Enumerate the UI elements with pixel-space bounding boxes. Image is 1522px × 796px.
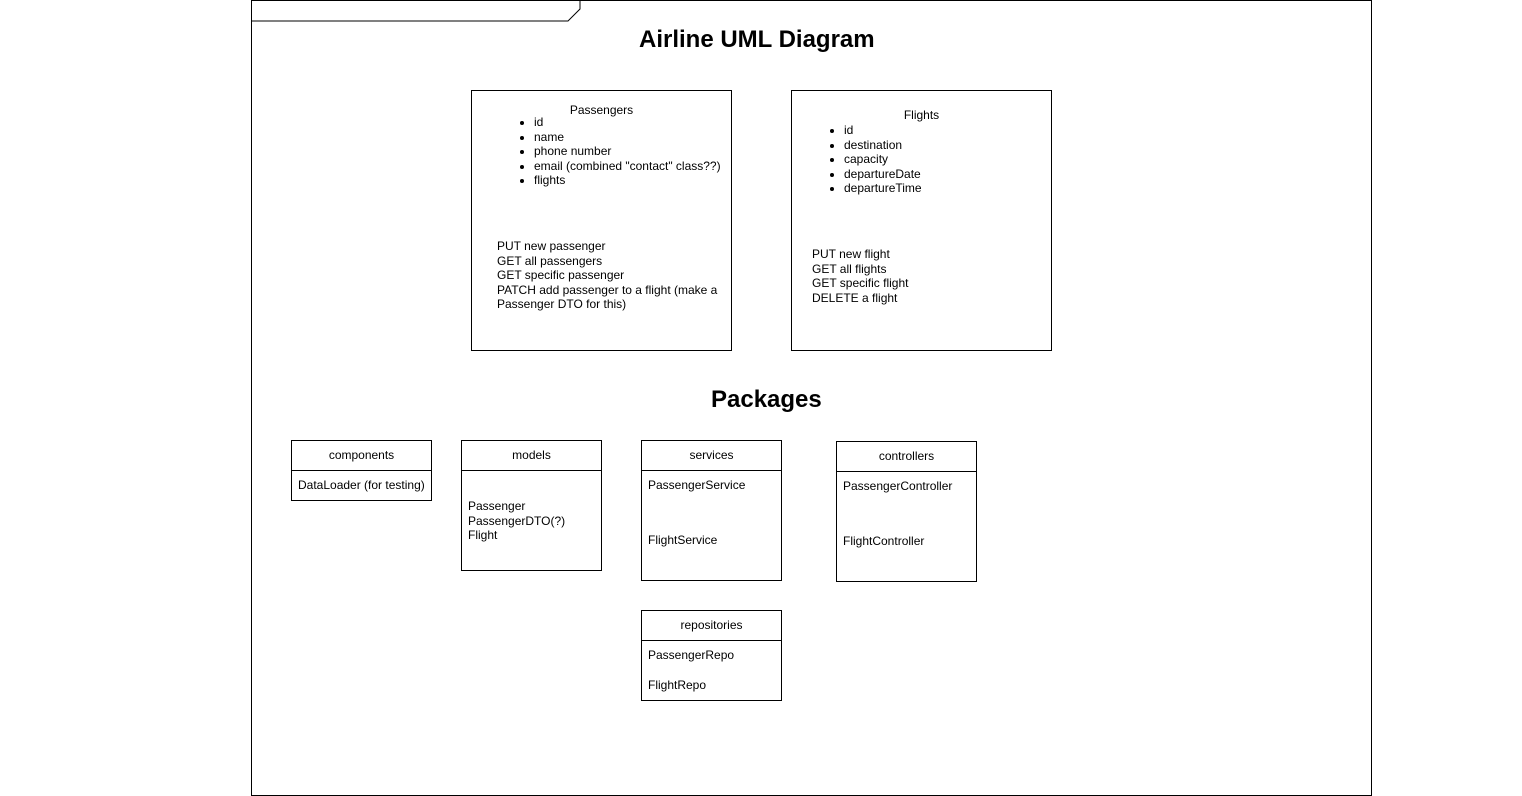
flights-operation: GET all flights: [812, 261, 887, 276]
frame-tab: [252, 1, 581, 22]
package-services[interactable]: services PassengerService FlightService: [641, 440, 782, 581]
flights-operation: PUT new flight: [812, 247, 890, 261]
passengers-operations: PUT new passenger GET all passengers GET…: [497, 239, 722, 312]
package-controllers-name: controllers: [837, 442, 976, 472]
flights-operation: DELETE a flight: [812, 290, 898, 305]
package-models-item: Passenger: [468, 499, 526, 513]
package-components[interactable]: components DataLoader (for testing): [291, 440, 432, 501]
flights-class-name: Flights: [903, 108, 940, 122]
package-components-name: components: [292, 441, 431, 471]
passengers-attribute: id: [534, 115, 724, 130]
packages-title: Packages: [711, 386, 822, 413]
package-controllers-item: PassengerController: [843, 479, 953, 493]
package-controllers[interactable]: controllers PassengerController FlightCo…: [836, 441, 977, 582]
flights-operation: GET specific flight: [812, 276, 909, 290]
package-services-item: PassengerService: [648, 478, 746, 492]
passengers-attribute: flights: [534, 173, 724, 188]
package-models-item: Flight: [468, 528, 498, 542]
package-controllers-item: FlightController: [843, 534, 925, 548]
package-repositories-item: FlightRepo: [648, 678, 707, 692]
passengers-attribute: name: [534, 130, 724, 145]
passengers-class-name: Passengers: [569, 103, 634, 117]
passengers-attribute: phone number: [534, 144, 724, 159]
flights-attribute: destination: [844, 138, 1044, 153]
package-repositories[interactable]: repositories PassengerRepo FlightRepo: [641, 610, 782, 701]
package-repositories-name: repositories: [642, 611, 781, 641]
package-services-name: services: [642, 441, 781, 471]
package-models[interactable]: models Passenger PassengerDTO(?) Flight: [461, 440, 602, 571]
passengers-operation: PUT new passenger: [497, 239, 606, 253]
passengers-operation: GET all passengers: [497, 253, 603, 268]
package-services-item: FlightService: [648, 533, 718, 547]
flights-attribute: id: [844, 123, 1044, 138]
package-models-name: models: [462, 441, 601, 471]
flights-attribute-list: id destination capacity departureDate de…: [826, 123, 1044, 196]
passengers-attribute: email (combined "contact" class??): [534, 159, 724, 174]
diagram-title: Airline UML Diagram: [639, 26, 875, 53]
flights-attribute: departureDate: [844, 167, 1044, 182]
flights-class-box[interactable]: Flights id destination capacity departur…: [791, 90, 1052, 351]
flights-attribute: capacity: [844, 152, 1044, 167]
passengers-attribute-list: id name phone number email (combined "co…: [516, 115, 724, 188]
passengers-class-box[interactable]: Passengers id name phone number email (c…: [471, 90, 732, 351]
flights-attribute: departureTime: [844, 181, 1044, 196]
flights-operations: PUT new flight GET all flights GET speci…: [812, 247, 1032, 305]
passengers-operation: PATCH add passenger to a flight (make a …: [497, 282, 718, 312]
package-models-item: PassengerDTO(?): [468, 513, 566, 528]
passengers-operation: GET specific passenger: [497, 268, 625, 282]
package-components-item: DataLoader (for testing): [298, 478, 425, 492]
package-repositories-item: PassengerRepo: [648, 648, 735, 662]
